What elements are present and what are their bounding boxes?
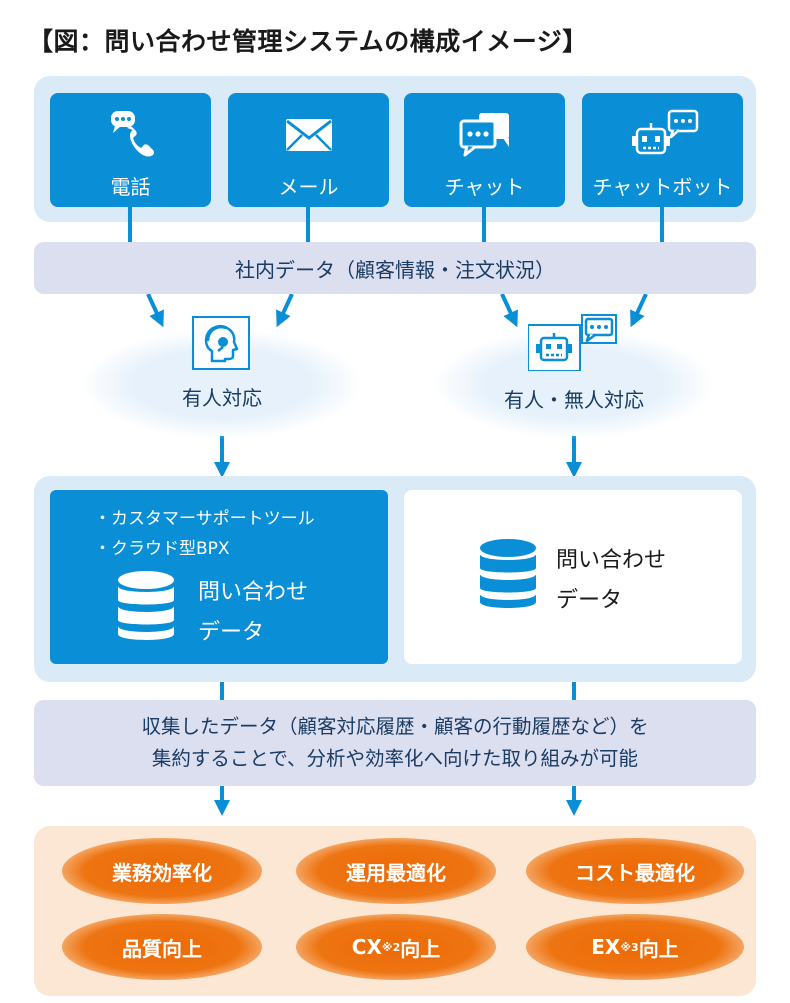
- chat-bubbles-icon: [404, 109, 565, 161]
- outcome-text: 業務効率化: [112, 860, 212, 885]
- bullet-item: ・クラウド型BPX: [94, 539, 230, 559]
- outcome-pill: コスト最適化: [526, 838, 744, 904]
- outcome-pill: 業務効率化: [62, 838, 262, 904]
- headset-operator-icon: [192, 316, 250, 370]
- footnote-mark: ※2: [381, 940, 401, 954]
- database-icon: [478, 538, 538, 618]
- right-storage-box: 問い合わせ データ: [404, 490, 742, 664]
- db-label-line1: 問い合わせ: [556, 548, 667, 573]
- db-label-line2: データ: [556, 588, 623, 613]
- channel-label: チャットボット: [592, 175, 733, 199]
- db-label-line2: データ: [198, 620, 265, 645]
- hybrid-node-label: 有人・無人対応: [504, 388, 644, 412]
- channel-phone: 電話: [50, 93, 211, 207]
- database-icon: [116, 570, 176, 648]
- outcome-text: 向上: [400, 936, 441, 961]
- robot-chat-icon: [528, 313, 618, 371]
- summary-band: 収集したデータ（顧客対応履歴・顧客の行動履歴など）を 集約することで、分析や効率…: [34, 700, 756, 786]
- human-node-label: 有人対応: [182, 386, 262, 410]
- outcome-text: コスト最適化: [575, 860, 695, 885]
- channel-mail: メール: [228, 93, 389, 207]
- outcome-text: EX: [591, 935, 621, 959]
- bullet-item: ・カスタマーサポートツール: [94, 509, 315, 529]
- internal-data-band: 社内データ（顧客情報・注文状況）: [34, 242, 756, 294]
- internal-data-label: 社内データ（顧客情報・注文状況）: [235, 257, 555, 282]
- robot-chat-icon: [582, 109, 743, 161]
- channel-label: メール: [278, 175, 339, 199]
- figure-title: 【図：問い合わせ管理システムの構成イメージ】: [28, 27, 588, 56]
- channel-chatbot: チャットボット: [582, 93, 743, 207]
- envelope-icon: [228, 109, 389, 161]
- channel-chat: チャット: [404, 93, 565, 207]
- phone-chat-icon: [50, 109, 211, 161]
- channel-label: チャット: [444, 175, 525, 199]
- outcome-text: CX: [351, 935, 382, 959]
- outcome-pill: 品質向上: [62, 914, 262, 980]
- db-label-line1: 問い合わせ: [198, 580, 309, 605]
- outcome-pill: 運用最適化: [296, 838, 496, 904]
- left-storage-box: ・カスタマーサポートツール ・クラウド型BPX 問い合わせ データ: [50, 490, 388, 664]
- outcome-text: 運用最適化: [346, 860, 446, 885]
- summary-line: 収集したデータ（顧客対応履歴・顧客の行動履歴など）を: [141, 715, 649, 738]
- outcome-text: 品質向上: [122, 936, 202, 961]
- channel-label: 電話: [110, 175, 151, 199]
- summary-line: 集約することで、分析や効率化へ向けた取り組みが可能: [151, 747, 639, 770]
- footnote-mark: ※3: [620, 940, 639, 954]
- outcome-text: 向上: [638, 936, 679, 961]
